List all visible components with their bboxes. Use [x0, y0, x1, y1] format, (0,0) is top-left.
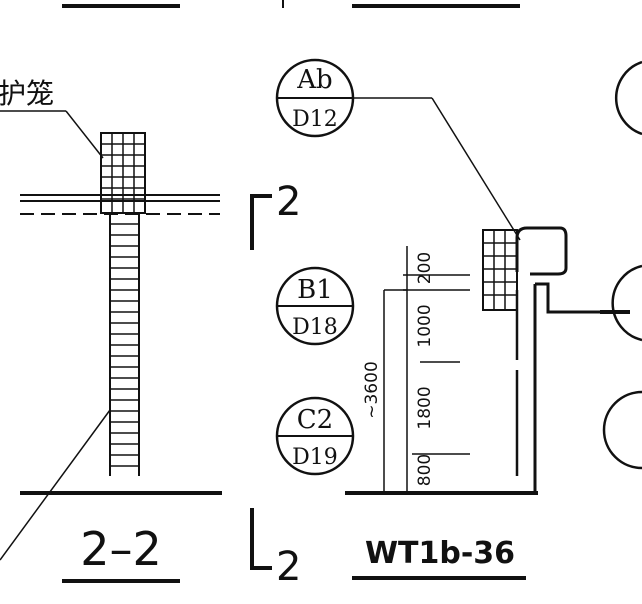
- top-border-lines: [62, 0, 520, 8]
- handrail: [515, 226, 568, 276]
- cage-leader-line-diagonal: [65, 110, 104, 159]
- dimension-total: ~3600: [362, 361, 382, 419]
- section-title: 2–2: [80, 522, 162, 576]
- partial-callouts-right: [602, 60, 642, 470]
- ladder-leader-line: [0, 409, 111, 561]
- section-marker-top-label: 2: [276, 179, 301, 225]
- callout-top-text: Ab: [296, 65, 332, 95]
- callout-top-text: B1: [297, 275, 333, 305]
- elevation-view: ~3600 200 1000 1800 800 WT1b-3: [345, 226, 630, 580]
- detail-code: WT1b-36: [365, 536, 515, 571]
- callout-bottom-text: D19: [292, 445, 338, 470]
- section-2-2-view: 护笼 2–2: [0, 77, 222, 583]
- section-marker-top: 2: [250, 179, 301, 250]
- cage-grid: [100, 132, 146, 214]
- section-marker-bottom-label: 2: [276, 544, 301, 590]
- callout-top-text: C2: [297, 405, 333, 435]
- dimension-segment: 200: [415, 252, 435, 284]
- cage-grid-elevation: [482, 229, 518, 311]
- callout-ab-d12: Ab D12: [275, 58, 355, 138]
- ladder: [109, 214, 140, 476]
- dimension-segment: 1000: [415, 304, 435, 347]
- section-marker-bottom: 2: [250, 508, 301, 590]
- callout-c2-d19: C2 D19: [275, 396, 355, 476]
- callout-b1-d18: B1 D18: [275, 266, 355, 346]
- callout-bottom-text: D18: [292, 315, 338, 340]
- cage-label: 护笼: [0, 77, 54, 110]
- dimension-segment: 1800: [415, 386, 435, 429]
- callout-leader-diagonal: [431, 97, 521, 241]
- platform-edge: [535, 282, 600, 314]
- dimension-segment: 800: [415, 454, 435, 486]
- callout-bottom-text: D12: [292, 107, 338, 132]
- dimension-chain: ~3600 200 1000 1800 800: [362, 246, 470, 493]
